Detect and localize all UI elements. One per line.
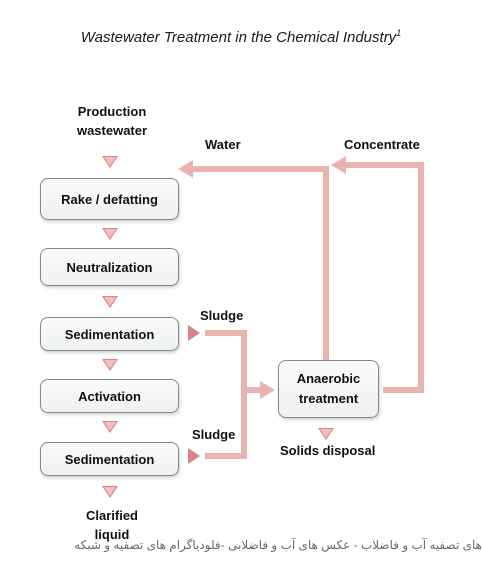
water-return-line [190,166,329,360]
production-wastewater-label: Production wastewater [76,104,148,138]
flow-arrow-6 [102,486,118,498]
sludge-line-1 [205,330,247,390]
diagram-title: Wastewater Treatment in the Chemical Ind… [80,28,402,46]
sludge-arrow-1 [188,325,200,341]
clarified-liquid-label: Clarified liquid [85,508,138,542]
concentrate-label: Concentrate [344,137,420,152]
solids-arrow [318,428,334,440]
anaerobic-arrowhead [260,381,275,399]
flow-arrow-4 [102,359,118,371]
step-sedimentation-2: Sedimentation [40,442,179,476]
flow-arrow-1 [102,156,118,168]
watermark-text: های تصفیه آب و فاضلاب - عکس های آب و فاض… [74,538,482,552]
concentrate-return-line [343,162,424,393]
flow-arrow-3 [102,296,118,308]
sludge-label-2: Sludge [192,427,236,442]
flow-arrow-2 [102,228,118,240]
solids-disposal-label: Solids disposal [280,443,376,458]
water-arrowhead [178,160,193,178]
step-neutralization: Neutralization [40,248,179,286]
step-activation: Activation [40,379,179,413]
sludge-line-2 [205,387,262,459]
step-sedimentation-1: Sedimentation [40,317,179,351]
sludge-label-1: Sludge [200,308,244,323]
step-rake-defatting: Rake / defatting [40,178,179,220]
anaerobic-treatment-box: Anaerobic treatment [278,360,379,418]
flow-arrow-5 [102,421,118,433]
water-label: Water [205,137,241,152]
sludge-arrow-2 [188,448,200,464]
concentrate-arrowhead [331,156,346,174]
